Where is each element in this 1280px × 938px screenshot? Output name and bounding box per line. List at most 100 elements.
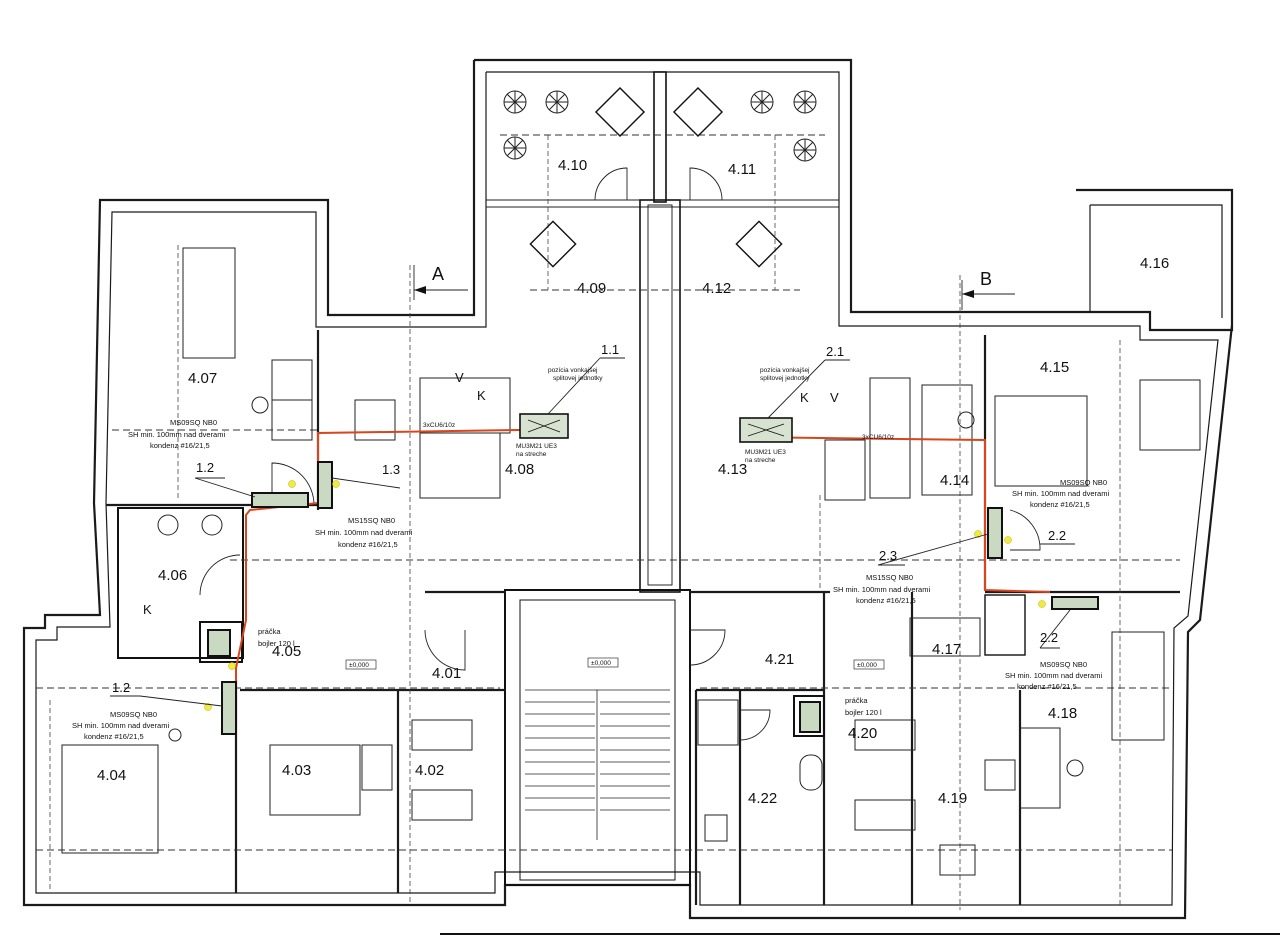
room-4-12: 4.12 <box>702 280 731 297</box>
outdoor-unit-note: na streche <box>745 457 776 464</box>
room-4-09: 4.09 <box>577 280 606 297</box>
level-label: ±0,000 <box>857 662 877 669</box>
furniture <box>61 247 1201 876</box>
pipe-spec-label: 3xCU6/10z <box>423 422 455 429</box>
indoor-unit-414 <box>987 507 1003 559</box>
room-4-06: 4.06 <box>158 567 187 584</box>
room-4-19: 4.19 <box>938 790 967 807</box>
spec-label: MS09SQ NB0 <box>1040 660 1087 669</box>
roof-window-icon <box>735 220 783 268</box>
outdoor-unit-right: pozícia vonkajšej splitovej jednotky MU3… <box>739 367 894 464</box>
tag-1-1: 1.1 <box>601 342 619 357</box>
section-b-label: B <box>980 269 992 289</box>
roof-window-icon <box>672 86 724 138</box>
tag-1-2: 1.2 <box>112 680 130 695</box>
tag-1-3: 1.3 <box>382 462 400 477</box>
room-4-05: 4.05 <box>272 643 301 660</box>
room-4-08: 4.08 <box>505 461 534 478</box>
plant-icon <box>503 90 527 114</box>
bed-icon <box>994 395 1088 487</box>
spec-label: MS15SQ NB0 <box>866 573 913 582</box>
room-4-03: 4.03 <box>282 762 311 779</box>
room-4-15: 4.15 <box>1040 359 1069 376</box>
bed-icon <box>182 247 236 359</box>
spec-label: SH min. 100mm nad dverami <box>833 585 930 594</box>
plant-icon <box>793 138 817 162</box>
spec-label: MS09SQ NB0 <box>110 710 157 719</box>
room-4-13: 4.13 <box>718 461 747 478</box>
appliance-label: bojler 120 l <box>845 708 882 717</box>
plant-icon <box>793 90 817 114</box>
indoor-units <box>204 461 1099 735</box>
dashed-lines <box>36 134 1180 910</box>
room-4-02: 4.02 <box>415 762 444 779</box>
indoor-unit-407 <box>251 492 309 508</box>
room-4-11: 4.11 <box>728 161 756 178</box>
indoor-unit-405 <box>317 461 333 509</box>
room-4-07: 4.07 <box>188 370 217 387</box>
outdoor-unit-position-label: splitovej jednotky <box>760 375 810 382</box>
section-markers: A B <box>413 264 1015 310</box>
spec-label: SH min. 100mm nad dverami <box>315 528 412 537</box>
indoor-unit-418 <box>1051 596 1099 610</box>
spec-label: SH min. 100mm nad dverami <box>1005 671 1102 680</box>
plant-icon <box>750 90 774 114</box>
tag-callouts: 1.1 2.1 1.2 1.2 1.3 2.2 2.2 2.3 <box>110 342 1075 707</box>
letter-k: K <box>143 602 152 617</box>
room-4-18: 4.18 <box>1048 705 1077 722</box>
room-4-21: 4.21 <box>765 651 794 668</box>
bed-icon <box>61 744 159 854</box>
letter-v: V <box>830 390 839 405</box>
indoor-unit-specs: MS09SQ NB0 SH min. 100mm nad dverami kon… <box>72 418 1109 741</box>
staircase <box>525 689 670 840</box>
spec-label: kondenz #16/21,5 <box>1017 682 1077 691</box>
spec-label: SH min. 100mm nad dverami <box>128 430 225 439</box>
letter-k: K <box>477 388 486 403</box>
sink-icon <box>157 514 179 536</box>
room-4-14: 4.14 <box>940 472 969 489</box>
boiler-405 <box>207 629 231 657</box>
spec-label: kondenz #16/21,5 <box>84 732 144 741</box>
outdoor-unit-position-label: pozícia vonkajšej <box>548 367 598 374</box>
bed-icon <box>1111 631 1165 741</box>
outdoor-unit-model: MU3M21 UE3 <box>516 443 557 450</box>
plant-icon <box>545 90 569 114</box>
plant-icon <box>503 136 527 160</box>
spec-label: MS09SQ NB0 <box>1060 478 1107 487</box>
plant-icons <box>503 90 817 162</box>
spec-label: MS09SQ NB0 <box>170 418 217 427</box>
boiler-420 <box>799 701 821 733</box>
appliance-label: bojler 120 l <box>258 639 295 648</box>
letter-v: V <box>455 370 464 385</box>
appliance-label: práčka <box>258 627 281 636</box>
letter-k: K <box>800 390 809 405</box>
outdoor-unit-model: MU3M21 UE3 <box>745 449 786 456</box>
bathtub-icon <box>799 754 823 791</box>
pipe-spec-label: 3xCU6/10z <box>862 434 894 441</box>
unit-letters: V K K V K <box>143 370 839 617</box>
room-4-22: 4.22 <box>748 790 777 807</box>
roof-window-icon <box>594 86 646 138</box>
outdoor-unit-left: pozícia vonkajšej splitovej jednotky MU3… <box>423 367 603 458</box>
level-markers: ±0,000 ±0,000 ±0,000 <box>345 657 885 670</box>
spec-label: kondenz #16/21,5 <box>1030 500 1090 509</box>
room-4-20: 4.20 <box>848 725 877 742</box>
spec-label: kondenz #16/21,5 <box>150 441 210 450</box>
indoor-unit-404 <box>221 681 237 735</box>
room-4-10: 4.10 <box>558 157 587 174</box>
tag-2-2: 2.2 <box>1040 630 1058 645</box>
tag-1-2: 1.2 <box>196 460 214 475</box>
room-4-04: 4.04 <box>97 767 126 784</box>
room-4-17: 4.17 <box>932 641 961 658</box>
appliance-label: práčka <box>845 696 868 705</box>
sink-icon <box>201 514 223 536</box>
spec-label: MS15SQ NB0 <box>348 516 395 525</box>
level-label: ±0,000 <box>349 662 369 669</box>
door-swings <box>199 167 1041 741</box>
spec-label: kondenz #16/21,5 <box>856 596 916 605</box>
level-label: ±0,000 <box>591 660 611 667</box>
room-labels: 4.01 4.02 4.03 4.04 4.05 4.06 4.07 4.08 … <box>97 157 1169 807</box>
tag-2-1: 2.1 <box>826 344 844 359</box>
roof-window-icon <box>529 220 577 268</box>
